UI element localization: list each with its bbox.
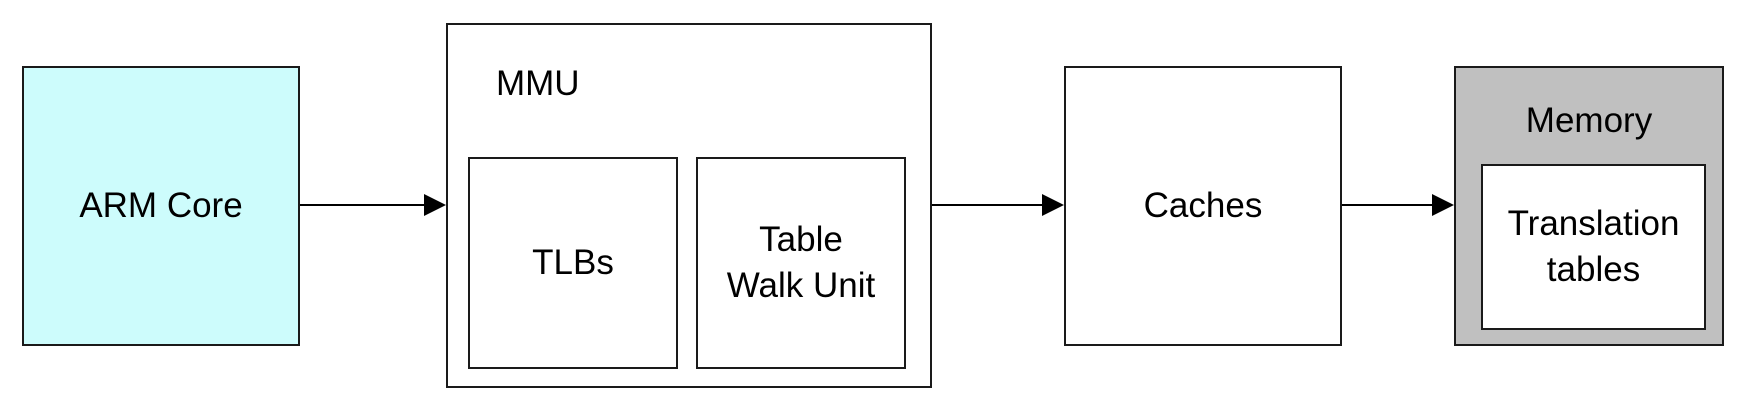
memory-title: Memory [1525, 101, 1653, 140]
translation-tables-line1: Translation [1507, 204, 1680, 243]
tlbs-label: TLBs [532, 243, 614, 282]
caches-label: Caches [1143, 186, 1263, 225]
arrow-mmu-to-caches [932, 194, 1064, 216]
table-walk-unit-line1: Table [759, 220, 843, 259]
mmu-box: MMU TLBs Table Walk Unit [446, 23, 932, 388]
mmu-title: MMU [496, 64, 580, 103]
arm-core-box: ARM Core [22, 66, 300, 346]
translation-tables-label: Translation tables [1508, 201, 1680, 293]
arm-core-label: ARM Core [79, 186, 243, 225]
table-walk-unit-label: Table Walk Unit [727, 217, 875, 309]
caches-box: Caches [1064, 66, 1342, 346]
table-walk-unit-box: Table Walk Unit [696, 157, 906, 369]
tlbs-box: TLBs [468, 157, 678, 369]
arrow-core-to-mmu [300, 194, 446, 216]
arrow-caches-to-memory [1342, 194, 1454, 216]
translation-tables-box: Translation tables [1481, 164, 1706, 330]
memory-box: Memory Translation tables [1454, 66, 1724, 346]
translation-tables-line2: tables [1546, 250, 1641, 289]
table-walk-unit-line2: Walk Unit [726, 266, 876, 305]
